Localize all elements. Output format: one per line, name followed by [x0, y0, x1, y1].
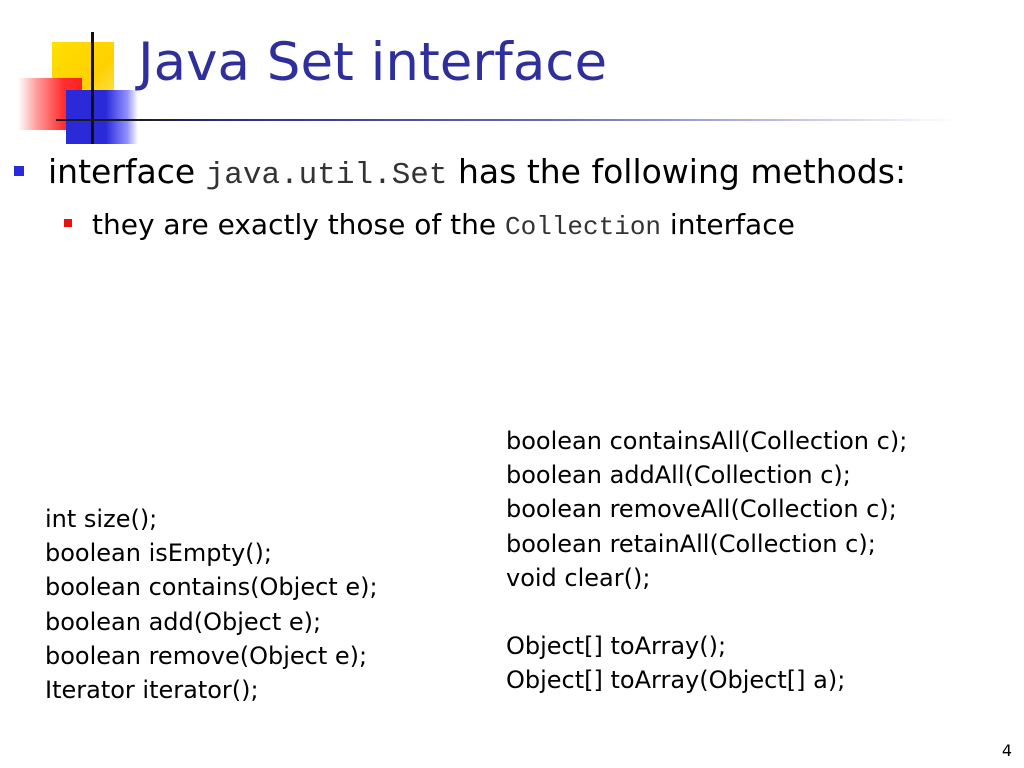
method-line: boolean remove(Object e); — [45, 641, 368, 670]
method-line: Object[] toArray(Object[] a); — [506, 666, 846, 695]
bullet2-code: Collection — [505, 212, 662, 242]
slide-logo-decoration — [0, 0, 160, 150]
method-line: boolean addAll(Collection c); — [506, 461, 851, 490]
bullet-square-icon — [14, 165, 24, 176]
method-line: Object[] toArray(); — [506, 632, 727, 661]
bullet-level1: interface java.util.Set has the followin… — [14, 152, 906, 194]
method-line: boolean retainAll(Collection c); — [506, 529, 876, 558]
logo-vertical-line — [91, 32, 94, 144]
logo-blue-square — [66, 90, 138, 144]
method-line: boolean add(Object e); — [45, 607, 322, 636]
bullet2-suffix: interface — [661, 208, 795, 241]
method-line: boolean isEmpty(); — [45, 539, 272, 568]
method-list-right: boolean containsAll(Collection c); boole… — [506, 424, 907, 698]
bullet1-prefix: interface — [48, 152, 206, 191]
method-line: boolean removeAll(Collection c); — [506, 495, 897, 524]
blank-line — [506, 595, 907, 629]
slide-title: Java Set interface — [138, 32, 608, 93]
title-underline — [56, 119, 956, 121]
page-number: 4 — [1001, 741, 1012, 760]
bullet-level2: they are exactly those of the Collection… — [64, 208, 795, 243]
method-line: boolean containsAll(Collection c); — [506, 427, 908, 455]
method-line: void clear(); — [506, 563, 651, 592]
method-line: Iterator iterator(); — [45, 675, 259, 704]
method-line: int size(); — [45, 505, 158, 533]
bullet2-prefix: they are exactly those of the — [92, 208, 505, 241]
bullet1-suffix: has the following methods: — [447, 152, 907, 191]
bullet-square-icon — [64, 219, 72, 227]
bullet1-code: java.util.Set — [205, 158, 448, 193]
method-line: boolean contains(Object e); — [45, 573, 378, 602]
method-list-left: int size(); boolean isEmpty(); boolean c… — [45, 502, 378, 707]
